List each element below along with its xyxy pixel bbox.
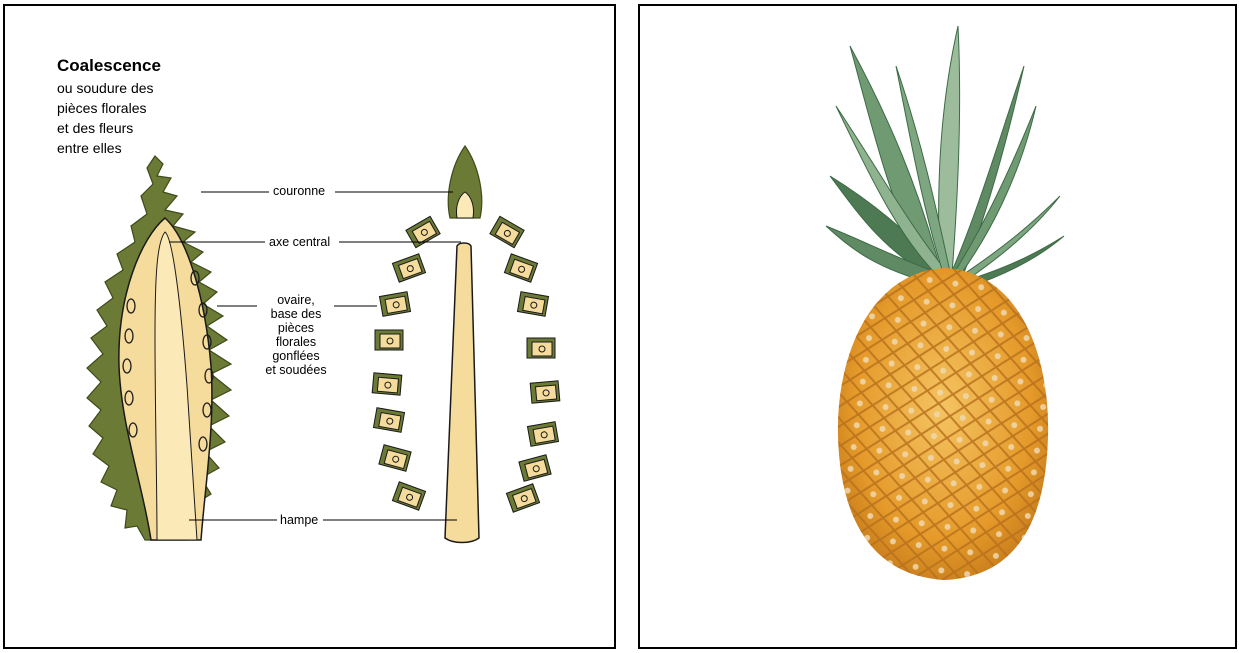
diagram-panel: Coalescence ou soudure des pièces floral…: [3, 4, 616, 649]
floral-piece: [506, 484, 539, 512]
label-ovaire-line: ovaire,: [260, 293, 332, 307]
floral-piece: [530, 381, 560, 403]
floral-piece: [406, 216, 440, 247]
floral-piece: [379, 445, 411, 472]
label-ovaire-line: base des: [260, 307, 332, 321]
floral-piece: [527, 338, 555, 358]
floral-piece: [373, 408, 404, 433]
pineapple-crown: [826, 26, 1064, 288]
floral-piece: [379, 292, 410, 317]
pineapple-scales: [838, 268, 1048, 580]
label-ovaire-line: et soudées: [260, 363, 332, 377]
pineapple-photo: [640, 6, 1237, 649]
label-ovaire: ovaire, base des pièces florales gonflée…: [258, 293, 334, 377]
floral-piece: [392, 482, 425, 510]
photo-panel: [638, 4, 1237, 649]
label-axe-central: axe central: [267, 235, 332, 249]
exploded-section-illustration: [372, 146, 560, 543]
floral-piece: [504, 254, 537, 282]
floral-piece: [490, 216, 524, 247]
floral-piece: [519, 455, 551, 482]
floral-piece: [517, 292, 548, 317]
fruit-section-illustration: [87, 156, 231, 540]
floral-piece: [372, 373, 402, 395]
floral-piece: [375, 330, 403, 350]
floral-piece: [527, 422, 558, 447]
label-hampe: hampe: [278, 513, 320, 527]
floral-piece: [392, 254, 425, 282]
stalk: [445, 243, 479, 543]
label-ovaire-line: pièces florales: [260, 321, 332, 349]
label-ovaire-line: gonflées: [260, 349, 332, 363]
label-couronne: couronne: [271, 184, 327, 198]
